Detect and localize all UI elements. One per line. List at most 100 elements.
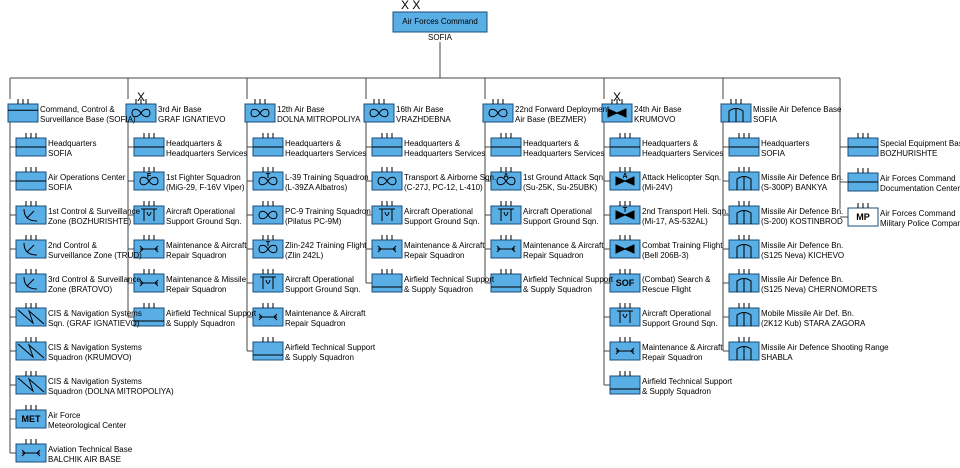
unit-symbol-text: A xyxy=(622,173,628,180)
unit-6-2 xyxy=(728,201,760,225)
size-indicator xyxy=(857,203,869,208)
size-indicator xyxy=(262,269,274,274)
label-line: PC-9 Training Squadron xyxy=(285,207,371,216)
size-indicator xyxy=(619,269,631,274)
unit-label: Missile Air Defence Bn.(S125 Neva) KICHE… xyxy=(761,241,844,261)
unit-2-1 xyxy=(252,167,284,191)
label-line: SHABLA xyxy=(761,353,793,362)
label-line: Headquarters & xyxy=(642,139,699,148)
unit-5-1 xyxy=(609,167,641,191)
label-line: 2nd Transport Heli. Sqn. xyxy=(642,207,729,216)
label-line: Airfield Technical Support xyxy=(285,343,376,352)
unit-label: 2nd Control &Surveillance Zone (TRUD) xyxy=(48,241,142,261)
label-line: Headquarters xyxy=(48,139,97,148)
label-line: CIS & Navigation Systems xyxy=(48,309,142,318)
command-echelon: X X xyxy=(401,0,421,12)
label-line: 22nd Forward Deployment xyxy=(515,105,610,114)
unit-4-4 xyxy=(490,269,522,293)
label-line: (2K12 Kub) STARA ZAGORA xyxy=(761,319,866,328)
unit-5-5 xyxy=(609,303,641,327)
special-unit-1 xyxy=(847,168,879,192)
label-line: 16th Air Base xyxy=(396,105,444,114)
unit-0-5 xyxy=(15,303,47,327)
size-indicator xyxy=(143,133,155,138)
unit-4-3 xyxy=(490,235,522,259)
unit-label: Mobile Missile Air Def. Bn.(2K12 Kub) ST… xyxy=(761,309,865,329)
size-indicator xyxy=(381,235,393,240)
label-line: Repair Squadron xyxy=(166,251,227,260)
size-indicator xyxy=(25,235,37,240)
size-indicator xyxy=(143,167,155,172)
label-line: (Pilatus PC-9M) xyxy=(285,217,342,226)
unit-label: 1st Fighter Squadron(MiG-29, F-16V Viper… xyxy=(166,173,245,193)
column-head-1 xyxy=(125,99,157,123)
label-line: Headquarters Services xyxy=(642,149,724,158)
label-line: Aircraft Operational xyxy=(166,207,235,216)
label-line: Headquarters Services xyxy=(166,149,248,158)
label-line: Meteorological Center xyxy=(48,421,127,430)
label-line: Documentation Center xyxy=(880,184,960,193)
air-forces-command xyxy=(392,11,488,33)
label-line: Maintenance & Aircraft xyxy=(166,241,247,250)
size-indicator xyxy=(25,269,37,274)
label-line: Maintenance & Aircraft xyxy=(523,241,604,250)
unit-label: Transport & Airborne Sqn.(C-27J, PC-12, … xyxy=(404,173,496,193)
size-indicator xyxy=(619,235,631,240)
unit-1-3 xyxy=(133,235,165,259)
unit-3-3 xyxy=(371,235,403,259)
label-line: Rescue Flight xyxy=(642,285,691,294)
unit-0-6 xyxy=(15,337,47,361)
label-line: Repair Squadron xyxy=(285,319,346,328)
unit-label: Airfield Technical Support& Supply Squad… xyxy=(523,275,613,295)
unit-6-1 xyxy=(728,167,760,191)
label-line: & Supply Squadron xyxy=(642,387,711,396)
label-line: Zone (BOZHURISHTE) xyxy=(48,217,132,226)
label-line: 24th Air Base xyxy=(634,105,682,114)
unit-0-8 xyxy=(15,405,47,429)
label-line: Headquarters & xyxy=(523,139,580,148)
size-indicator xyxy=(857,133,869,138)
column-head-6 xyxy=(720,99,752,123)
size-indicator xyxy=(492,99,504,104)
label-line: Headquarters xyxy=(761,139,810,148)
label-line: L-39 Training Squadron xyxy=(285,173,369,182)
label-line: Repair Squadron xyxy=(523,251,584,260)
unit-2-4 xyxy=(252,269,284,293)
label-line: Headquarters Services xyxy=(285,149,367,158)
label-line: CIS & Navigation Systems xyxy=(48,377,142,386)
label-line: Combat Training Flight xyxy=(642,241,723,250)
size-indicator xyxy=(25,201,37,206)
label-line: Sqn. (GRAF IGNATIEVO) xyxy=(48,319,140,328)
label-line: Maintenance & Aircraft xyxy=(404,241,485,250)
label-line: Missile Air Defence Bn. xyxy=(761,241,844,250)
unit-3-4 xyxy=(371,269,403,293)
label-line: 1st Control & Surveillance xyxy=(48,207,141,216)
label-line: Headquarters & xyxy=(166,139,223,148)
size-indicator xyxy=(17,99,29,104)
label-line: (S-200) KOSTINBROD xyxy=(761,217,843,226)
size-indicator xyxy=(25,133,37,138)
size-indicator xyxy=(25,303,37,308)
unit-5-2 xyxy=(609,201,641,225)
unit-5-7 xyxy=(609,371,641,395)
size-indicator xyxy=(373,99,385,104)
column-label: Command, Control &Surveillance Base (SOF… xyxy=(40,105,136,125)
label-line: (Zlin 242L) xyxy=(285,251,324,260)
label-line: Support Ground Sqn. xyxy=(523,217,599,226)
unit-6-3 xyxy=(728,235,760,259)
